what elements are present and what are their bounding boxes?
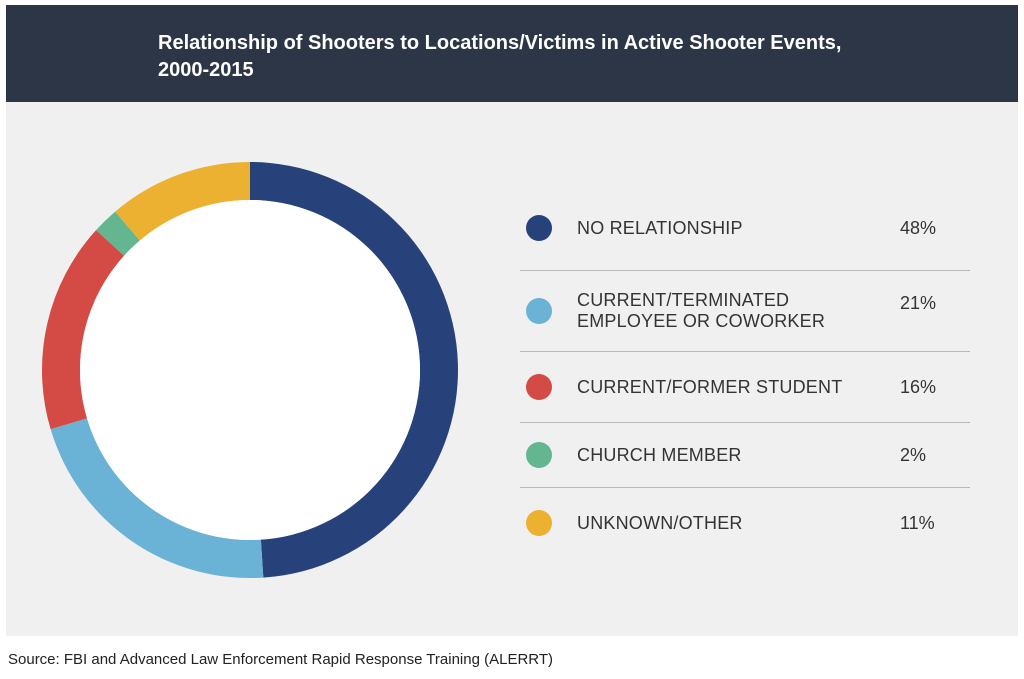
legend-item: CURRENT/TERMINATED EMPLOYEE OR COWORKER …	[520, 270, 970, 351]
legend-item: CURRENT/FORMER STUDENT 16%	[520, 351, 970, 422]
donut-slice-no-relationship	[250, 162, 459, 578]
donut-chart	[41, 162, 459, 578]
legend: NO RELATIONSHIP 48% CURRENT/TERMINATED E…	[520, 193, 970, 559]
legend-item: UNKNOWN/OTHER 11%	[520, 487, 970, 558]
legend-value: 2%	[900, 444, 927, 465]
legend-label: CURRENT/TERMINATED EMPLOYEE OR COWORKER	[577, 290, 826, 331]
chart-title-line-1: Relationship of Shooters to Locations/Vi…	[158, 32, 842, 54]
legend-item: CHURCH MEMBER 2%	[520, 422, 970, 487]
source-note: Source: FBI and Advanced Law Enforcement…	[8, 651, 554, 668]
legend-swatch	[526, 442, 552, 468]
legend-item: NO RELATIONSHIP 48%	[520, 193, 970, 263]
chart-title: Relationship of Shooters to Locations/Vi…	[158, 30, 918, 84]
donut-slice-current-terminated-employee-or-coworker	[50, 418, 264, 578]
legend-label: NO RELATIONSHIP	[577, 217, 743, 238]
legend-value: 11%	[900, 512, 935, 533]
donut-slice-church-member	[96, 211, 140, 256]
legend-value: 48%	[900, 217, 937, 238]
legend-label: UNKNOWN/OTHER	[577, 512, 743, 533]
donut-slice-unknown-other	[115, 162, 251, 241]
legend-swatch	[526, 215, 552, 241]
legend-swatch	[526, 510, 552, 536]
legend-swatch	[526, 374, 552, 400]
chart-title-line-2: 2000-2015	[158, 59, 254, 81]
legend-swatch	[526, 298, 552, 324]
donut-slice-current-former-student	[41, 230, 125, 430]
legend-label: CURRENT/FORMER STUDENT	[577, 376, 843, 397]
legend-value: 21%	[900, 293, 937, 313]
donut-hole	[80, 200, 420, 540]
chart-header: Relationship of Shooters to Locations/Vi…	[6, 5, 1018, 102]
legend-label: CHURCH MEMBER	[577, 444, 742, 465]
legend-value: 16%	[900, 376, 937, 397]
